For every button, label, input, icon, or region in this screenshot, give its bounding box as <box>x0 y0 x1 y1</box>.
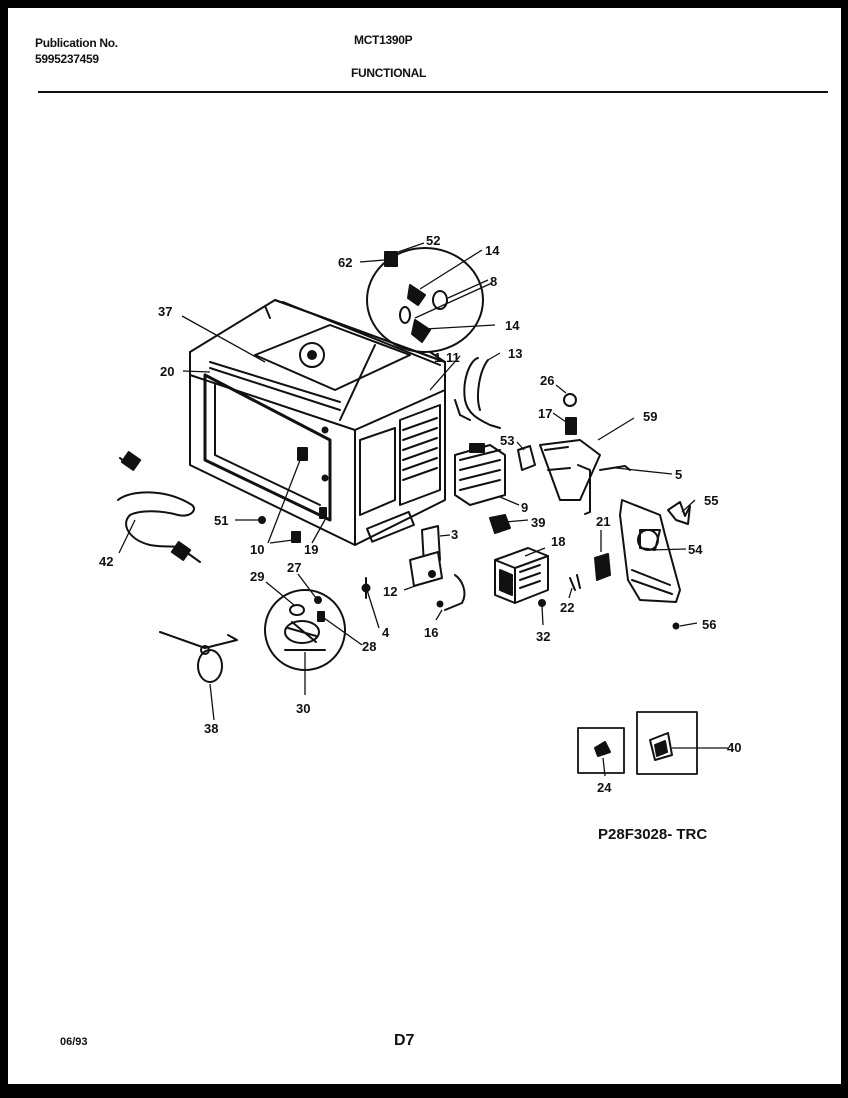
heater-element-drawing <box>117 451 201 563</box>
callout-39: 39 <box>531 515 545 530</box>
cabinet-drawing <box>189 299 446 546</box>
callout-17: 17 <box>538 406 552 421</box>
thermal-cutout-drawing <box>159 631 238 683</box>
header-rule <box>38 91 828 93</box>
callout-37: 37 <box>158 304 172 319</box>
callout-14-bottom: 14 <box>505 318 520 333</box>
model-number: MCT1390P <box>354 33 413 47</box>
callout-27: 27 <box>287 560 301 575</box>
callout-62: 62 <box>338 255 352 270</box>
callout-24: 24 <box>597 780 612 795</box>
callout-29: 29 <box>250 569 264 584</box>
callout-54: 54 <box>688 542 703 557</box>
magnetron-drawing <box>454 443 506 506</box>
callout-30: 30 <box>296 701 310 716</box>
motor-detail-drawing <box>264 589 346 671</box>
callout-40: 40 <box>727 740 741 755</box>
callout-16: 16 <box>424 625 438 640</box>
callout-32: 32 <box>536 629 550 644</box>
footer-date: 06/93 <box>60 1036 88 1048</box>
callout-5: 5 <box>675 467 682 482</box>
fan-bracket-drawing <box>619 499 681 603</box>
drawing-code: P28F3028- TRC <box>598 826 708 843</box>
part-callouts: 37 20 62 52 14 8 14 1 11 13 26 17 59 53 … <box>99 233 741 795</box>
callout-18: 18 <box>551 534 565 549</box>
callout-26: 26 <box>540 373 554 388</box>
section-title: FUNCTIONAL <box>351 66 426 80</box>
callout-22: 22 <box>560 600 574 615</box>
callout-1: 1 <box>434 350 441 365</box>
callout-9: 9 <box>521 500 528 515</box>
callout-52: 52 <box>426 233 440 248</box>
latch-detail-drawing <box>339 247 484 421</box>
callout-51: 51 <box>214 513 228 528</box>
callout-14-top: 14 <box>485 243 500 258</box>
callout-38: 38 <box>204 721 218 736</box>
callout-11: 11 <box>446 350 460 365</box>
footer-page: D7 <box>394 1032 415 1049</box>
callout-8: 8 <box>490 274 497 289</box>
callout-4: 4 <box>382 625 390 640</box>
callout-13: 13 <box>508 346 522 361</box>
callout-42: 42 <box>99 554 113 569</box>
leader-lines <box>118 242 728 777</box>
transformer-drawing <box>494 547 549 604</box>
publication-number: 5995237459 <box>35 52 99 66</box>
callout-53: 53 <box>500 433 514 448</box>
publication-label: Publication No. <box>35 36 118 50</box>
callout-19: 19 <box>304 542 318 557</box>
callout-59: 59 <box>643 409 657 424</box>
callout-10: 10 <box>250 542 264 557</box>
callout-56: 56 <box>702 617 716 632</box>
callout-12: 12 <box>383 584 397 599</box>
callout-20: 20 <box>160 364 174 379</box>
callout-28: 28 <box>362 639 376 654</box>
callout-55: 55 <box>704 493 718 508</box>
callout-21: 21 <box>596 514 610 529</box>
callout-3: 3 <box>451 527 458 542</box>
power-cord-drawing <box>454 357 501 429</box>
